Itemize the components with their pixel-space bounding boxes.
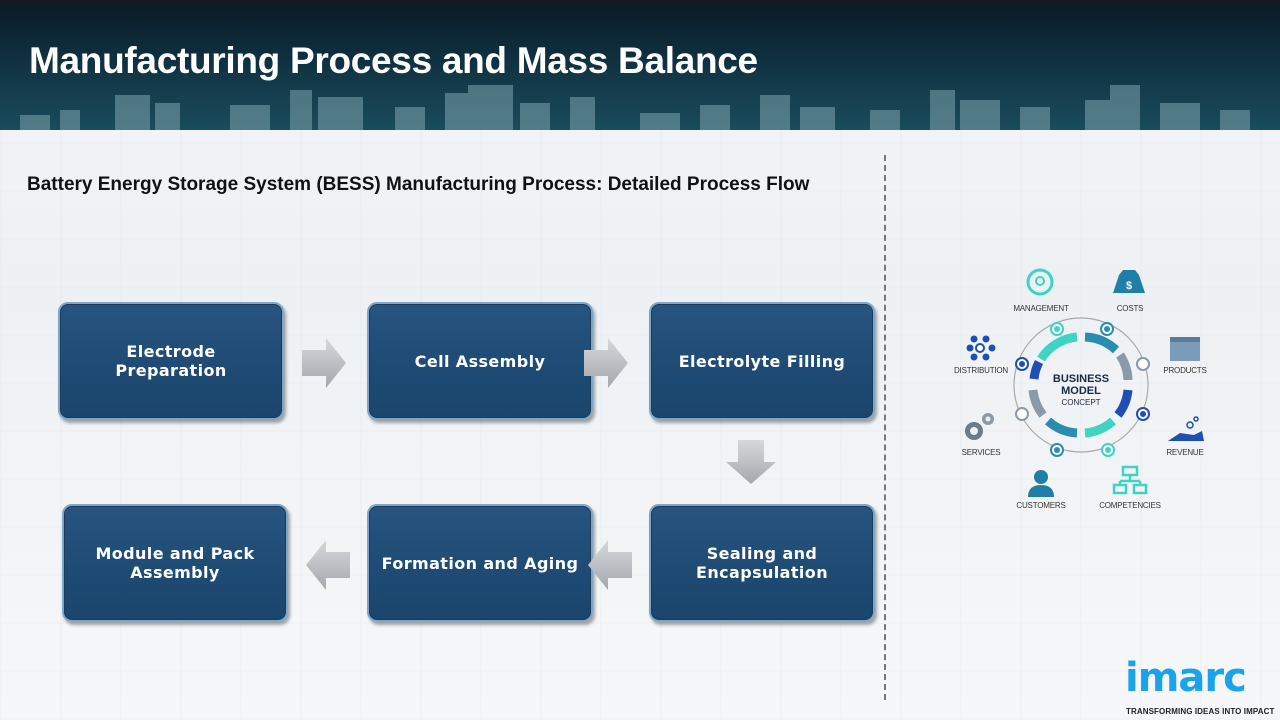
label-revenue: REVENUE	[1166, 448, 1204, 457]
label-services: SERVICES	[961, 448, 1001, 457]
svg-text:$: $	[1126, 280, 1132, 292]
arrow-right-icon	[302, 338, 346, 388]
segmented-ring	[1028, 332, 1133, 438]
dashed-divider	[884, 155, 886, 700]
step-sealing-and-encapsulation: Sealing and Encapsulation	[649, 504, 875, 622]
city-skyline-graphic	[20, 85, 1250, 130]
arrow-down-icon	[726, 440, 776, 484]
hierarchy-icon	[1112, 465, 1148, 495]
page-title: Manufacturing Process and Mass Balance	[29, 40, 758, 81]
business-model-title-line3: CONCEPT	[1061, 398, 1101, 407]
money-bag-icon: $	[1113, 270, 1145, 293]
business-model-title-line2: MODEL	[1061, 385, 1101, 397]
business-model-title-line1: BUSINESS	[1052, 373, 1110, 385]
label-customers: CUSTOMERS	[1016, 501, 1066, 510]
hand-coins-icon	[1168, 416, 1204, 441]
step-formation-and-aging: Formation and Aging	[367, 504, 593, 622]
arrow-right-icon	[584, 338, 628, 388]
lightbulb-cycle-icon	[1026, 268, 1054, 296]
network-icon	[966, 335, 996, 361]
header-banner: Manufacturing Process and Mass Balance	[0, 0, 1280, 130]
label-costs: COSTS	[1116, 304, 1144, 313]
label-products: PRODUCTS	[1163, 366, 1207, 375]
logo-wordmark: imarc	[1125, 655, 1247, 701]
person-icon	[1028, 470, 1054, 497]
box-icon	[1170, 337, 1200, 361]
header-top-bar	[0, 0, 1280, 5]
label-distribution: DISTRIBUTION	[953, 366, 1009, 375]
step-cell-assembly: Cell Assembly	[367, 302, 593, 420]
business-model-graphic: $ BUSINESS MODEL CONCEPT	[940, 255, 1220, 525]
process-flow-subtitle: Battery Energy Storage System (BESS) Man…	[27, 174, 810, 195]
step-electrode-preparation: Electrode Preparation	[58, 302, 284, 420]
outer-ring	[1013, 317, 1149, 453]
imarc-logo: imarc TRANSFORMING IDEAS INTO IMPACT	[1125, 650, 1275, 720]
label-management: MANAGEMENT	[1013, 304, 1069, 313]
logo-tagline: TRANSFORMING IDEAS INTO IMPACT	[1126, 707, 1275, 716]
label-competencies: COMPETENCIES	[1099, 501, 1161, 510]
step-electrolyte-filling: Electrolyte Filling	[649, 302, 875, 420]
gears-icon	[965, 413, 994, 440]
arrow-left-icon	[306, 540, 350, 590]
arrow-left-icon	[588, 540, 632, 590]
ring-nodes	[1015, 322, 1150, 457]
step-module-and-pack-assembly: Module and Pack Assembly	[62, 504, 288, 622]
